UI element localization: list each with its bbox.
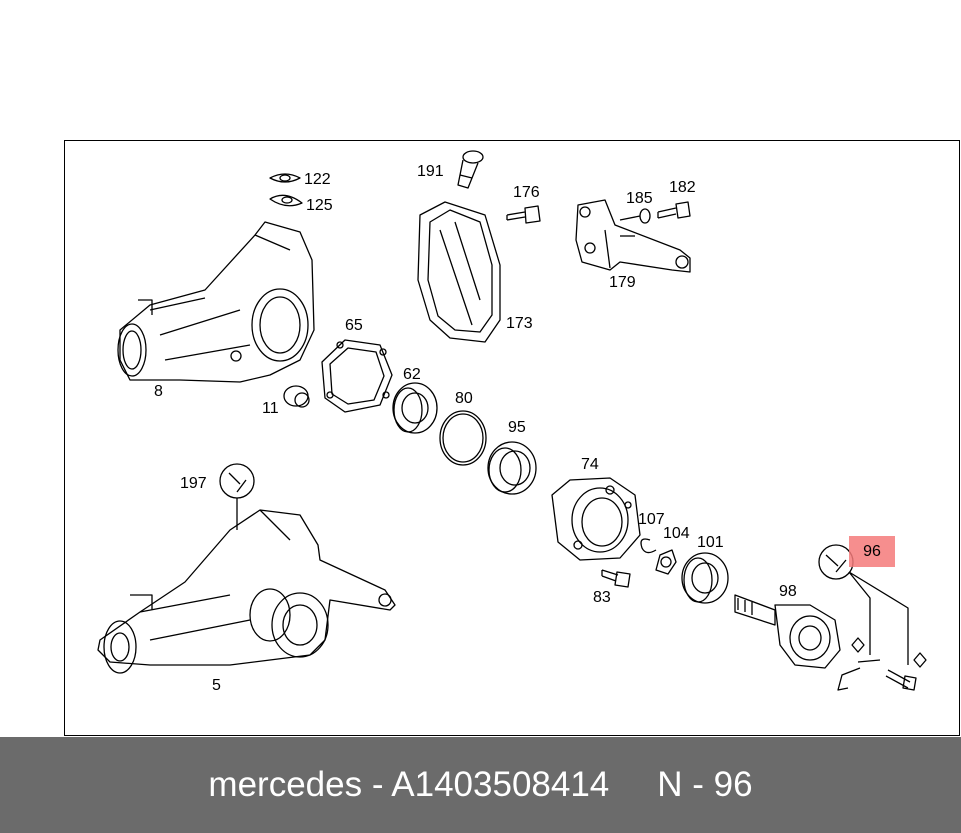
label-83: 83 — [593, 589, 611, 606]
bracket-179 — [575, 199, 691, 273]
cover-173 — [417, 201, 501, 343]
label-122: 122 — [304, 171, 331, 188]
circlip-107 — [640, 538, 657, 554]
label-65: 65 — [345, 317, 363, 334]
leader-lines — [619, 215, 641, 237]
flange-98 — [734, 594, 841, 669]
label-80: 80 — [455, 390, 473, 407]
label-11: 11 — [262, 400, 279, 417]
label-98: 98 — [779, 583, 797, 600]
label-173: 173 — [506, 315, 533, 332]
washer-185 — [639, 208, 651, 224]
ring-104 — [655, 549, 677, 575]
bolt-182 — [657, 201, 691, 219]
axle-assembly-5 — [97, 509, 396, 674]
label-104: 104 — [663, 525, 690, 542]
diagram-frame — [64, 140, 960, 736]
cover-74 — [551, 477, 641, 561]
gasket-125 — [269, 194, 303, 207]
highlight-96 — [849, 536, 895, 567]
bearing-62 — [392, 382, 438, 434]
position-caption: N - 96 — [657, 765, 753, 804]
part-number-caption: mercedes - A1403508414 — [208, 765, 610, 804]
bolt-176 — [506, 205, 541, 224]
label-176: 176 — [513, 184, 540, 201]
axle-housing-8 — [117, 221, 315, 383]
label-5: 5 — [212, 677, 221, 694]
seal-95 — [487, 441, 537, 495]
label-8: 8 — [154, 383, 163, 400]
label-191: 191 — [417, 163, 444, 180]
bearing-101 — [681, 552, 729, 604]
bolt-83 — [601, 569, 631, 588]
label-179: 179 — [609, 274, 636, 291]
label-95: 95 — [508, 419, 526, 436]
label-107: 107 — [638, 511, 665, 528]
ring-80 — [439, 410, 487, 466]
label-197: 197 — [180, 475, 207, 492]
label-62: 62 — [403, 366, 421, 383]
breather-191 — [457, 150, 484, 189]
gasket-122 — [269, 173, 301, 183]
label-74: 74 — [581, 456, 599, 473]
torque-symbol-197 — [219, 463, 255, 530]
gasket-65 — [321, 339, 393, 413]
label-185: 185 — [626, 190, 653, 207]
label-96: 96 — [863, 543, 881, 560]
footer-bar: mercedes - A1403508414 N - 96 — [0, 737, 961, 833]
label-182: 182 — [669, 179, 696, 196]
exploded-parts-diagram: 122 125 191 176 185 182 179 173 65 8 11 … — [97, 150, 927, 694]
bushing-11 — [283, 385, 310, 408]
label-125: 125 — [306, 197, 333, 214]
label-101: 101 — [697, 534, 724, 551]
